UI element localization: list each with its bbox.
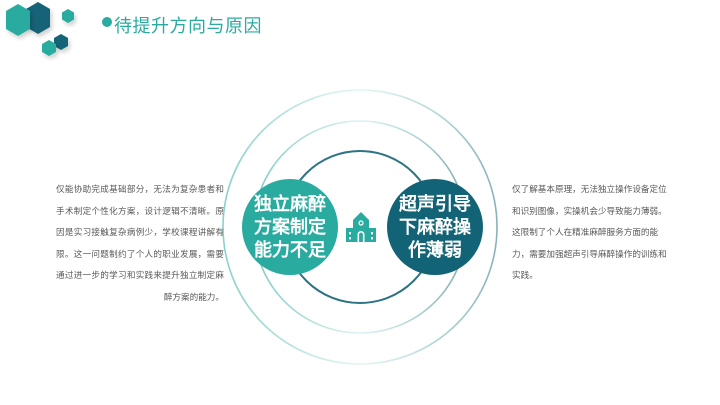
right-bubble-label: 超声引导下麻醉操作薄弱 — [399, 193, 471, 261]
right-bubble: 超声引导下麻醉操作薄弱 — [387, 179, 483, 275]
outer-ring — [222, 89, 498, 365]
left-description: 仅能协助完成基础部分，无法为复杂患者和手术制定个性化方案，设计逻辑不清晰。原因是… — [56, 185, 224, 303]
left-bubble: 独立麻醉方案制定能力不足 — [242, 179, 338, 275]
right-description: 仅了解基本原理，无法独立操作设备定位和识别图像，实操机会少导致能力薄弱。这限制了… — [512, 185, 667, 281]
page-title: 待提升方向与原因 — [114, 16, 262, 37]
title-bullet — [102, 17, 112, 27]
hexagon-cluster-icon — [6, 2, 74, 56]
school-building-icon — [346, 212, 376, 242]
left-bubble-label: 独立麻醉方案制定能力不足 — [254, 193, 326, 261]
